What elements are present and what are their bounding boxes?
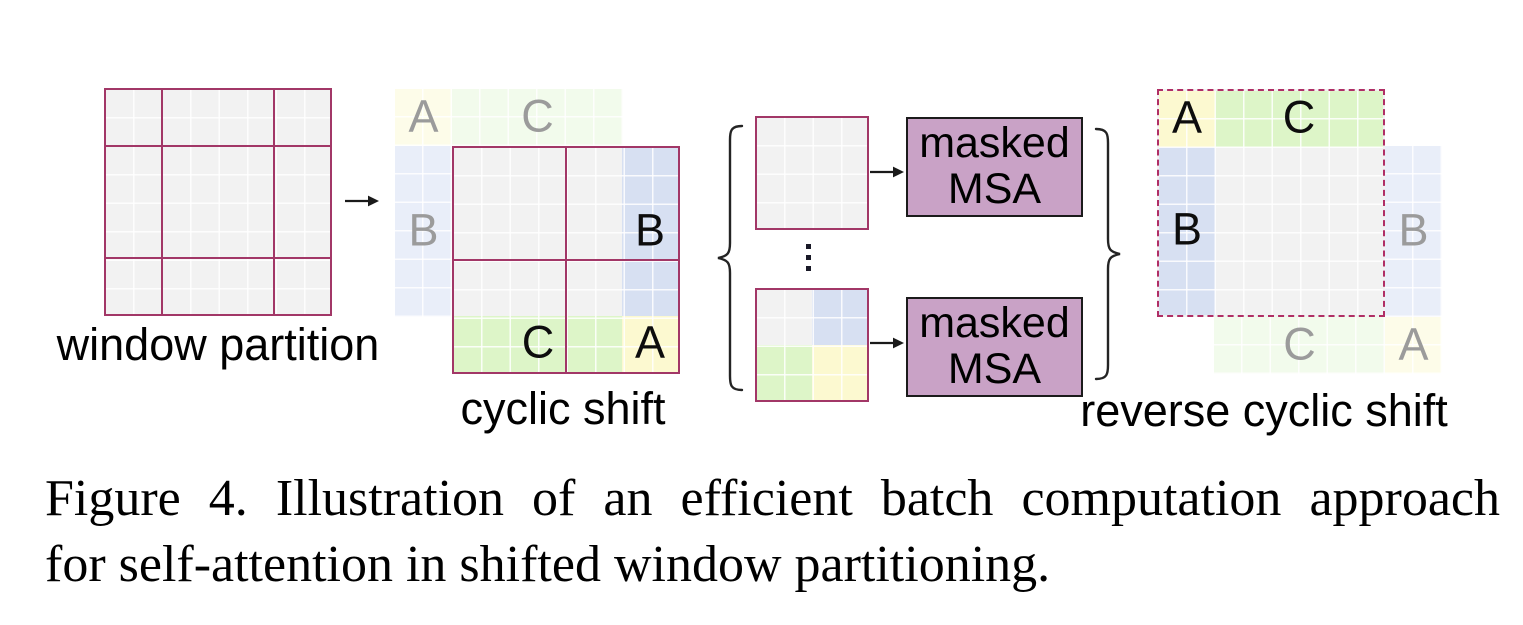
masked-msa-text-line2: MSA bbox=[947, 165, 1042, 213]
masked-msa-box: masked MSA bbox=[906, 117, 1083, 217]
caption-line-1: Figure 4. Illustration of an efficient b… bbox=[45, 470, 1500, 527]
partition-line bbox=[106, 256, 330, 260]
region-a-label: A bbox=[1171, 91, 1203, 143]
batch-window-grid-mixed bbox=[755, 288, 869, 402]
region-b bbox=[812, 290, 867, 345]
right-brace-icon bbox=[1094, 127, 1121, 381]
region-c bbox=[757, 345, 812, 400]
faded-region-b-label: B bbox=[408, 204, 439, 256]
reverse-cyclic-shift-grid: A C B bbox=[1157, 89, 1385, 317]
masked-msa-text-line1: masked bbox=[919, 119, 1070, 168]
grid-lines bbox=[106, 90, 330, 314]
cyclic-shift-grid: B C A bbox=[452, 146, 680, 374]
faded-region-b-label: B bbox=[1398, 204, 1429, 256]
faded-region-c-label: C bbox=[1283, 318, 1316, 370]
region-c-label: C bbox=[1282, 91, 1316, 143]
vertical-ellipsis-icon bbox=[806, 244, 811, 271]
grid-lines bbox=[757, 118, 867, 228]
region-b-label: B bbox=[634, 204, 666, 256]
right-arrow-icon bbox=[870, 337, 904, 349]
faded-region-a-label: A bbox=[408, 90, 439, 142]
partition-line bbox=[272, 90, 276, 314]
partition-line bbox=[160, 90, 164, 314]
window-partition-label: window partition bbox=[56, 319, 380, 370]
left-brace-icon bbox=[717, 124, 744, 392]
faded-region-c-label: C bbox=[521, 90, 554, 142]
faded-region-a-label: A bbox=[1398, 318, 1429, 370]
region-a-label: A bbox=[634, 316, 666, 368]
masked-msa-text-line1: masked bbox=[919, 299, 1070, 348]
region-c-label: C bbox=[521, 316, 555, 368]
caption-line-2: for self-attention in shifted window par… bbox=[45, 536, 1051, 593]
cyclic-shift-label: cyclic shift bbox=[460, 383, 666, 434]
partition-line bbox=[106, 144, 330, 148]
region-b-label: B bbox=[1171, 203, 1203, 255]
right-arrow-icon bbox=[345, 195, 379, 207]
masked-msa-box: masked MSA bbox=[906, 297, 1083, 397]
masked-msa-text-line2: MSA bbox=[947, 345, 1042, 393]
right-arrow-icon bbox=[870, 166, 904, 178]
window-partition-grid bbox=[104, 88, 332, 316]
partition-line bbox=[454, 258, 678, 262]
batch-window-grid-regular bbox=[755, 116, 869, 230]
region-a bbox=[812, 345, 867, 400]
reverse-cyclic-shift-label: reverse cyclic shift bbox=[1080, 385, 1448, 436]
